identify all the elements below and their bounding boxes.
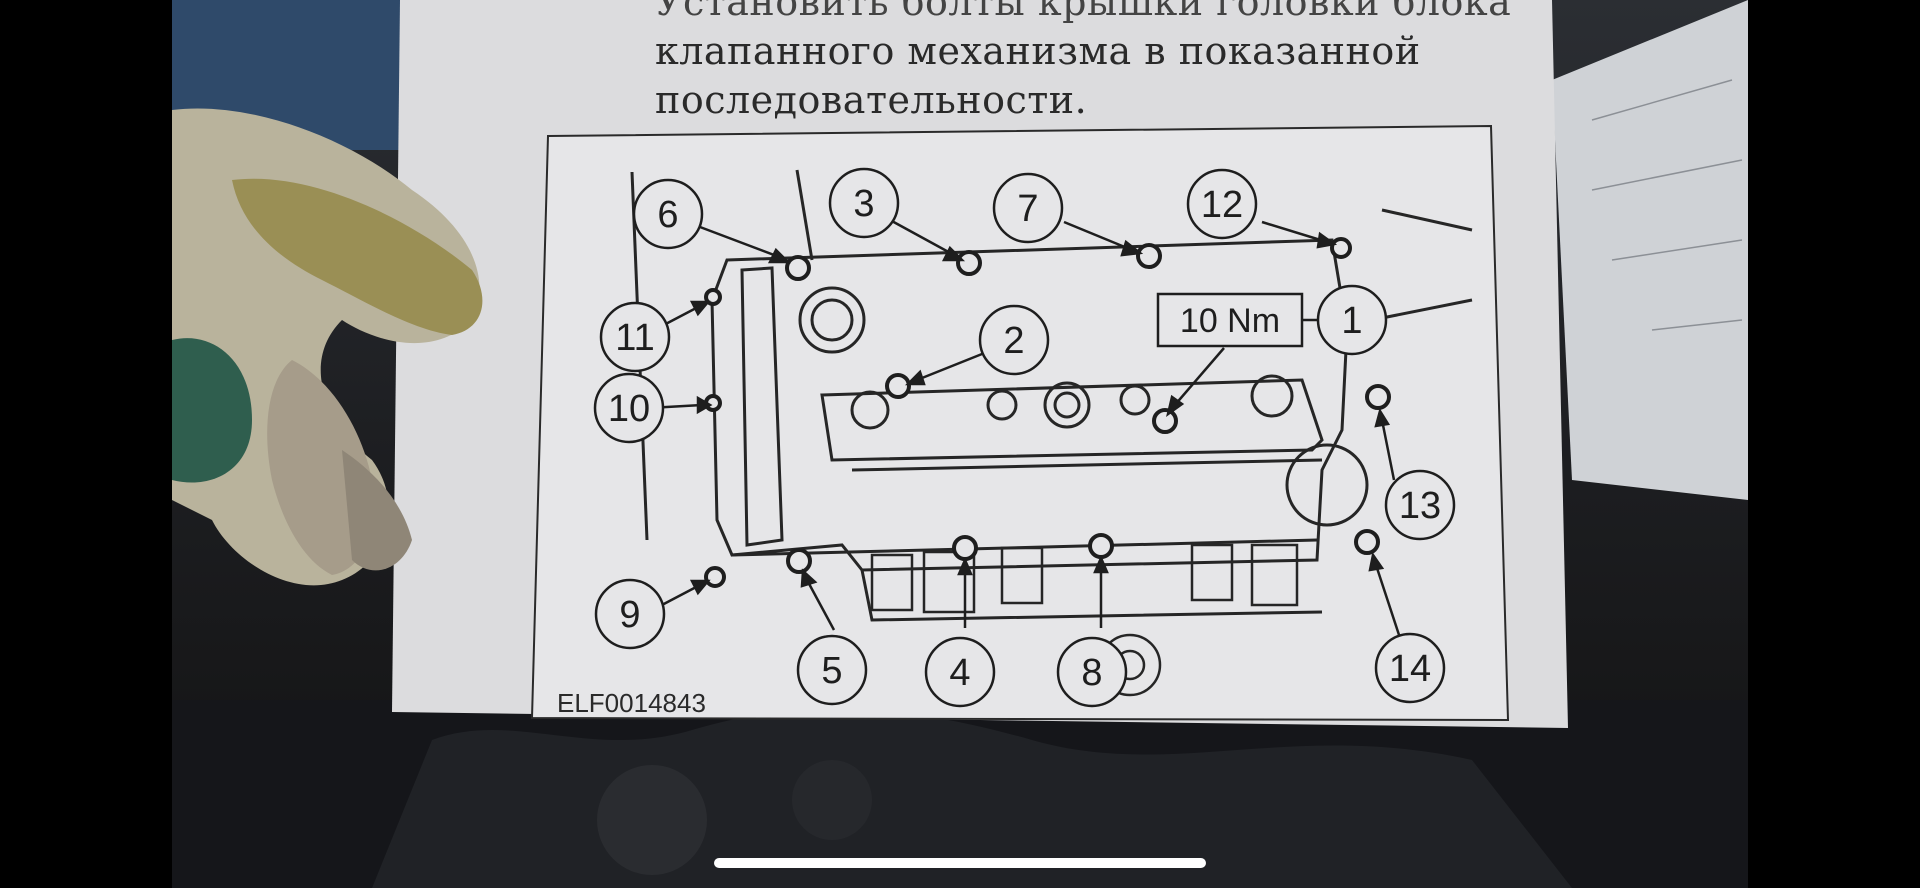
callout-10: 10 [608,388,650,430]
photo-scene: 10 Nm 1 2 3 4 5 6 7 8 [172,0,1748,888]
document-text-line-2: последовательности. [655,78,1088,122]
cam-holes [850,374,1294,430]
engine-part-round [792,760,872,840]
video-frame: 10 Nm 1 2 3 4 5 6 7 8 [172,0,1748,888]
figure-id: ELF0014843 [557,688,706,718]
diagram-frame [530,124,1510,722]
callout-3: 3 [853,183,874,225]
callout-1: 1 [1341,300,1362,342]
callout-numbers: 1 2 3 4 5 6 7 8 9 10 11 12 13 14 [608,183,1441,694]
callout-5: 5 [821,650,842,692]
document-text-line-top: Установить болты крышки головки блока [655,0,1512,24]
gloved-hand [172,108,483,586]
callout-9: 9 [619,594,640,636]
document-text-line-1: клапанного механизма в показанной [655,29,1421,73]
callout-4: 4 [949,652,970,694]
oil-cap-drawing [798,286,866,354]
home-indicator[interactable] [714,858,1206,868]
torque-label: 10 Nm [1180,302,1280,340]
callout-2: 2 [1003,320,1024,362]
callout-7: 7 [1017,188,1038,230]
pulley-ring [1285,443,1369,527]
callout-11: 11 [615,317,654,359]
callout-8: 8 [1081,652,1102,694]
background-paper-lines [1591,79,1743,331]
callout-6: 6 [657,194,678,236]
callout-13: 13 [1399,485,1441,527]
engine-part-round [597,765,707,875]
bolt-markers [704,237,1391,588]
leader-arrows [648,218,1402,639]
callout-14: 14 [1389,648,1431,690]
background-paper [1552,0,1748,500]
callout-circles [593,167,1456,708]
callout-12: 12 [1201,184,1243,226]
